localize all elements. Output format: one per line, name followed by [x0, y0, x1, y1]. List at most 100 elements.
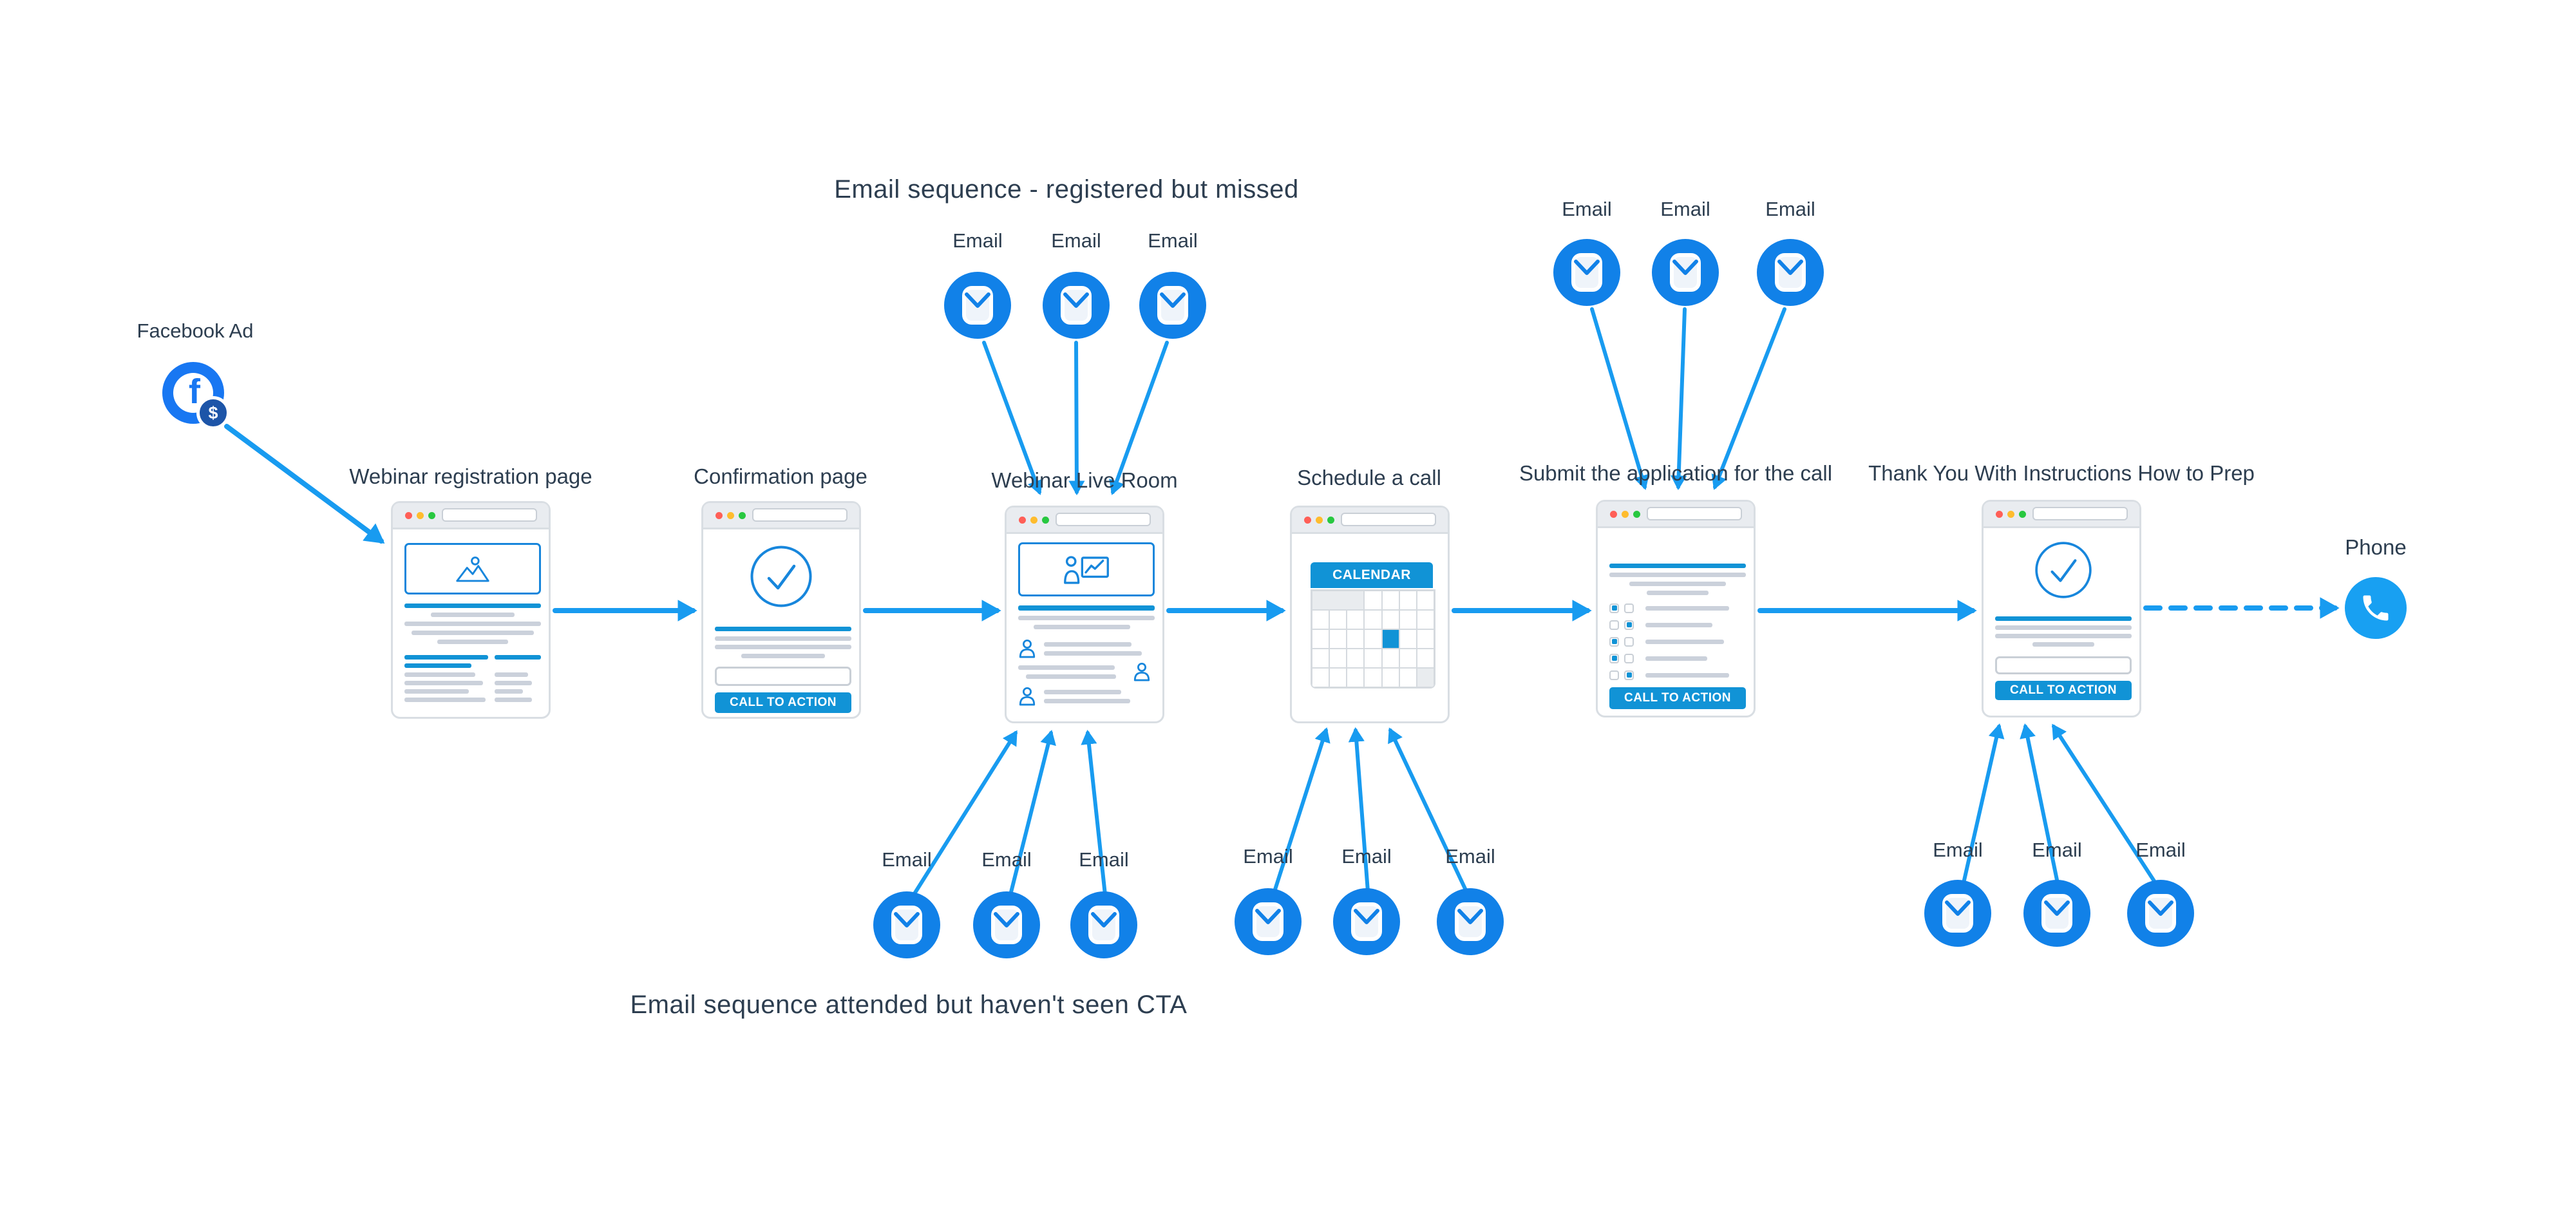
text-line — [404, 672, 475, 677]
checkbox-checked[interactable] — [1609, 653, 1619, 663]
calendar-day-cell[interactable] — [1347, 668, 1365, 687]
checkbox-unchecked[interactable] — [1609, 620, 1619, 630]
heading-line — [404, 604, 541, 608]
calendar-day-cell[interactable] — [1399, 629, 1417, 649]
calendar-day-cell[interactable] — [1312, 629, 1330, 649]
calendar-day-cell[interactable] — [1399, 610, 1417, 629]
form-input-field[interactable] — [1995, 656, 2132, 674]
calendar-day-cell[interactable] — [1399, 649, 1417, 668]
calendar-day-cell[interactable] — [1381, 591, 1399, 610]
calendar-day-cell[interactable] — [1364, 591, 1382, 610]
email-icon-bottom-4[interactable] — [1235, 888, 1302, 955]
calendar-selected-day-cell[interactable] — [1381, 629, 1399, 649]
email-icon-bottom-9[interactable] — [2127, 880, 2194, 947]
calendar-day-cell[interactable] — [1416, 649, 1434, 668]
calendar-merged-header-cell[interactable] — [1312, 591, 1365, 610]
calendar-day-cell[interactable] — [1416, 610, 1434, 629]
calendar-day-cell[interactable] — [1416, 629, 1434, 649]
calendar-day-cell[interactable] — [1364, 668, 1382, 687]
form-option-row — [1609, 636, 1746, 647]
cta-button[interactable]: CALL TO ACTION — [1995, 681, 2132, 700]
text-line — [1645, 639, 1724, 644]
checkbox-unchecked[interactable] — [1624, 653, 1634, 663]
email-icon-bottom-6[interactable] — [1437, 888, 1504, 955]
calendar-day-cell[interactable] — [1381, 649, 1399, 668]
email-icon-bottom-7[interactable] — [1924, 880, 1991, 947]
calendar-day-cell[interactable] — [1364, 649, 1382, 668]
traffic-light-red-icon — [405, 512, 412, 519]
calendar-day-cell[interactable] — [1312, 668, 1330, 687]
calendar-day-cell[interactable] — [1347, 649, 1365, 668]
text-line — [1034, 625, 1130, 629]
email-icon-top-2[interactable] — [1043, 272, 1110, 339]
person-icon — [1018, 639, 1036, 658]
chat-line — [1044, 642, 1132, 647]
calendar-day-cell[interactable] — [1416, 591, 1434, 610]
calendar-day-cell[interactable] — [1399, 591, 1417, 610]
text-line — [495, 681, 532, 685]
email-icon-bottom-2[interactable] — [973, 891, 1040, 958]
calendar-day-cell[interactable] — [1364, 610, 1382, 629]
checkbox-unchecked[interactable] — [1609, 670, 1619, 680]
calendar-day-cell[interactable] — [1329, 629, 1347, 649]
label-email-bottom-1: Email — [882, 848, 932, 871]
calendar-day-cell[interactable] — [1329, 610, 1347, 629]
node-confirmation-page[interactable]: CALL TO ACTION — [701, 501, 861, 719]
browser-titlebar — [1292, 508, 1448, 534]
form-input-field[interactable] — [715, 667, 851, 686]
calendar-day-cell[interactable] — [1364, 629, 1382, 649]
checkbox-checked[interactable] — [1624, 620, 1634, 630]
node-submit-application[interactable]: CALL TO ACTION — [1596, 500, 1756, 718]
cta-button[interactable]: CALL TO ACTION — [715, 692, 851, 713]
arrow-email-bottom4-to-schedule — [1273, 727, 1331, 893]
check-circle-icon — [749, 544, 813, 609]
title-bottom-email-sequence: Email sequence attended but haven't seen… — [630, 991, 1188, 1019]
email-icon-top-1[interactable] — [944, 272, 1011, 339]
cta-button[interactable]: CALL TO ACTION — [1609, 687, 1746, 709]
calendar-day-cell[interactable] — [1329, 668, 1347, 687]
phone-icon[interactable] — [2345, 577, 2407, 639]
calendar-day-cell[interactable] — [1347, 610, 1365, 629]
text-line — [404, 622, 541, 626]
label-email-top-5: Email — [1660, 198, 1710, 220]
calendar-day-cell[interactable] — [1329, 649, 1347, 668]
form-option-row — [1609, 669, 1746, 681]
person-icon — [1018, 687, 1036, 706]
text-line — [1645, 605, 1729, 611]
facebook-ad-icon[interactable]: f $ — [162, 362, 230, 430]
label-email-top-3: Email — [1148, 229, 1198, 252]
email-icon-top-3[interactable] — [1139, 272, 1206, 339]
column-heading-line — [404, 663, 471, 668]
calendar-day-cell[interactable] — [1381, 668, 1399, 687]
checkbox-checked[interactable] — [1624, 670, 1634, 680]
node-webinar-registration-page[interactable] — [391, 501, 551, 719]
checkbox-unchecked[interactable] — [1624, 603, 1634, 613]
calendar-day-cell[interactable] — [1347, 629, 1365, 649]
url-bar — [1647, 507, 1742, 520]
email-icon-bottom-5[interactable] — [1333, 888, 1400, 955]
calendar-day-cell[interactable] — [1312, 649, 1330, 668]
checkbox-checked[interactable] — [1609, 636, 1619, 647]
email-icon-top-4[interactable] — [1553, 239, 1620, 306]
registration-page-content — [393, 527, 549, 717]
email-icon-bottom-1[interactable] — [873, 891, 940, 958]
traffic-light-red-icon — [715, 512, 723, 519]
node-webinar-live-room[interactable] — [1005, 506, 1164, 723]
node-thank-you-page[interactable]: CALL TO ACTION — [1982, 500, 2141, 718]
calendar-day-cell[interactable] — [1416, 668, 1434, 687]
checkbox-checked[interactable] — [1609, 603, 1619, 613]
email-icon-top-6[interactable] — [1757, 239, 1824, 306]
email-icon-top-5[interactable] — [1652, 239, 1719, 306]
email-icon-bottom-3[interactable] — [1070, 891, 1137, 958]
node-schedule-a-call[interactable]: CALENDAR — [1290, 506, 1450, 723]
calendar-day-cell[interactable] — [1399, 668, 1417, 687]
calendar-day-cell[interactable] — [1381, 610, 1399, 629]
label-confirmation: Confirmation page — [694, 464, 867, 488]
envelope-icon — [1333, 888, 1400, 955]
email-icon-bottom-8[interactable] — [2023, 880, 2090, 947]
calendar-grid[interactable] — [1311, 589, 1435, 689]
calendar-day-cell[interactable] — [1312, 610, 1330, 629]
text-line — [1645, 672, 1729, 678]
facebook-f-glyph: f — [189, 372, 200, 411]
checkbox-unchecked[interactable] — [1624, 636, 1634, 647]
